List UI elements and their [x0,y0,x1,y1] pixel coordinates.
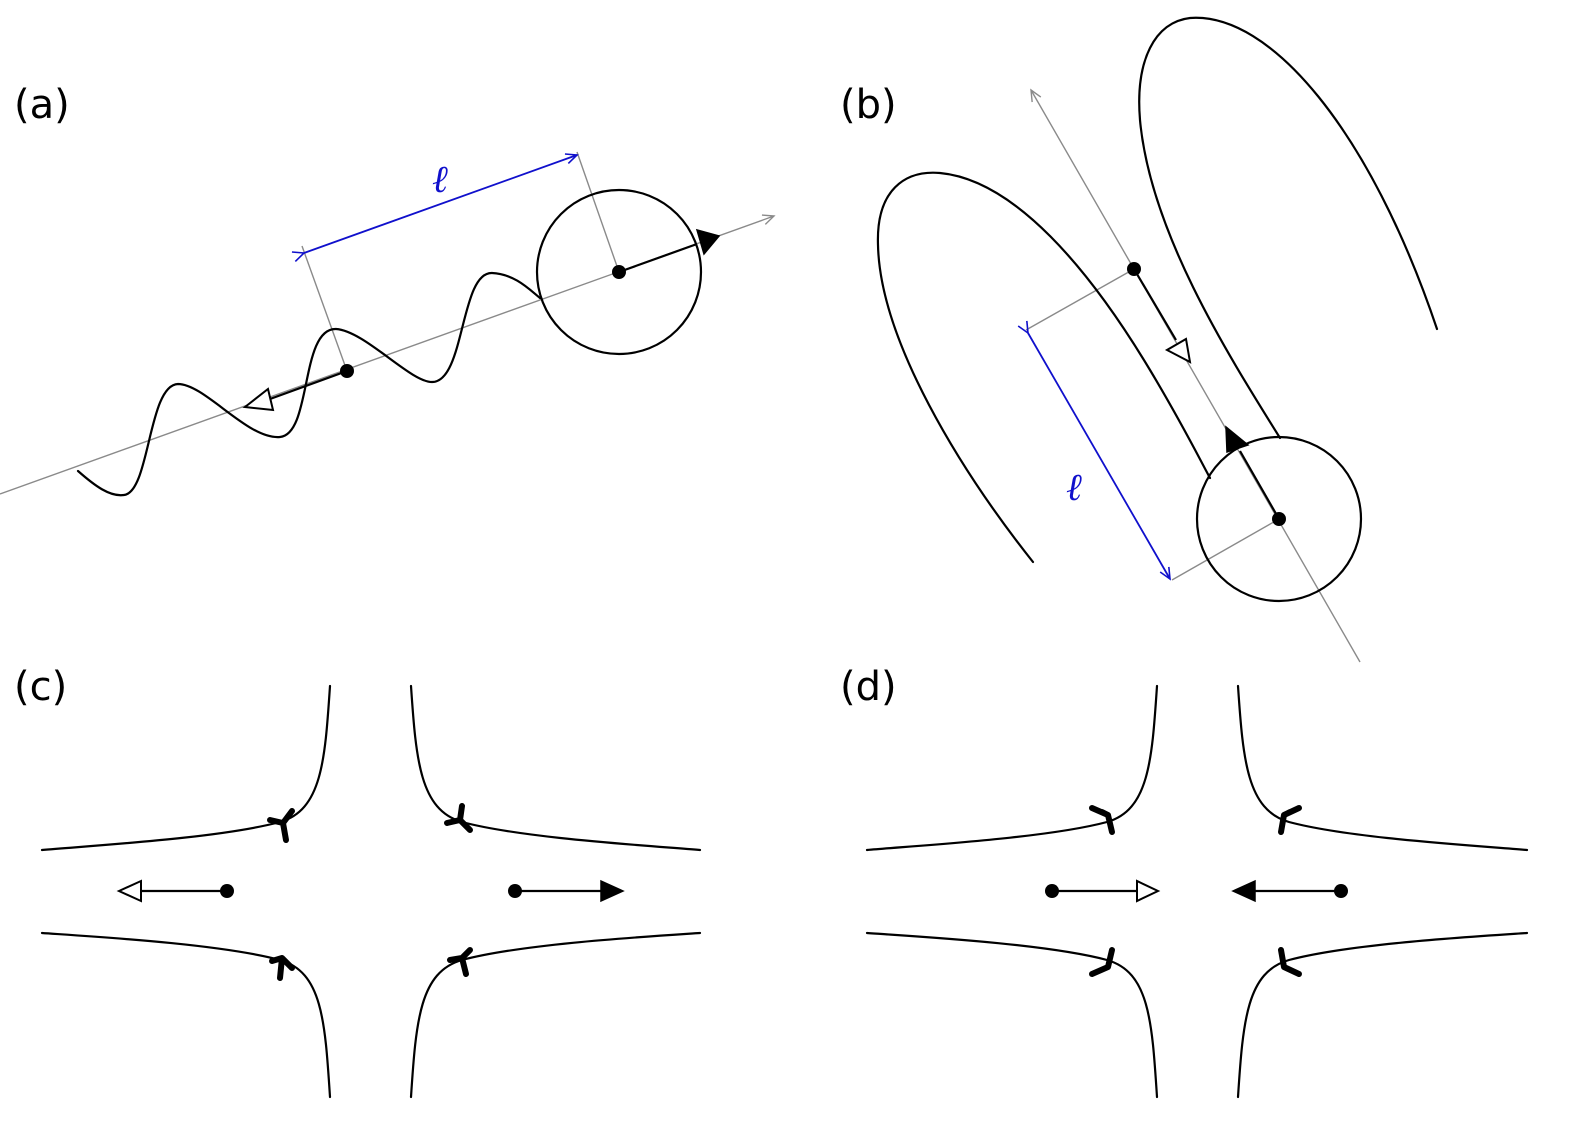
length-label: ℓ [1066,465,1082,509]
filled-arrowhead-left [1231,879,1256,903]
panel-label-b: (b) [840,82,897,128]
flow-curve-top-right [409,684,702,852]
dot-right [508,884,522,898]
panel-label-a: (a) [14,82,70,128]
panel-a: (a) ℓ [0,82,776,497]
panel-c: (c) [14,664,702,1099]
panel-label-d: (d) [840,664,897,710]
rod-filled-arrow [618,242,698,274]
direction-tick-top-right [444,803,473,833]
hairpin-left-branch [876,171,1212,564]
symmetry-axis [1030,88,1361,663]
open-arrowhead-right [1136,879,1161,903]
open-arrowhead [1164,337,1192,364]
direction-tick-bottom-right [447,947,473,977]
rod-open-arrow [1133,268,1177,341]
panel-d: (d) [840,664,1529,1099]
flow-curve-bottom-right [1236,931,1529,1099]
dot-left [1045,884,1059,898]
direction-tick-bottom-left [1089,947,1115,977]
filled-arrowhead [1225,425,1250,454]
dot-left [220,884,234,898]
center-dot-particle [612,265,626,279]
direction-tick-top-right [1278,805,1302,835]
flow-curve-top-right [1236,684,1529,852]
wavy-tail [76,271,542,497]
particle-circle [1195,435,1363,603]
center-dot-top [1127,262,1141,276]
direction-tick-bottom-left [269,955,295,981]
rod-open-arrow [269,369,348,401]
filled-arrowhead [695,228,721,256]
flow-curve-top-left [40,684,332,852]
rod-filled-arrow [1239,450,1280,520]
length-dimension-arrow [291,153,579,262]
filled-arrowhead-right [600,879,625,903]
panel-label-c: (c) [14,664,67,710]
length-label: ℓ [432,157,448,201]
particle-circle [535,188,703,356]
direction-tick-top-left [267,808,295,843]
flow-curve-bottom-left [865,931,1159,1099]
hairpin-right-branch [1138,16,1439,440]
direction-tick-bottom-right [1278,947,1302,977]
center-dot-tail [340,364,354,378]
dot-right [1334,884,1348,898]
open-arrowhead [242,387,275,412]
extension-line-bottom [1171,518,1280,581]
direction-tick-top-left [1089,805,1115,835]
flow-curve-top-left [865,684,1159,852]
panel-b: (b) ℓ [840,16,1439,663]
flow-curve-bottom-left [40,931,332,1099]
open-arrowhead-left [116,879,142,903]
center-dot-particle [1272,512,1286,526]
extension-line-left [301,245,348,372]
extension-line-top [1025,268,1135,331]
length-dimension-arrow [1017,320,1171,581]
extension-line-right [576,151,620,273]
